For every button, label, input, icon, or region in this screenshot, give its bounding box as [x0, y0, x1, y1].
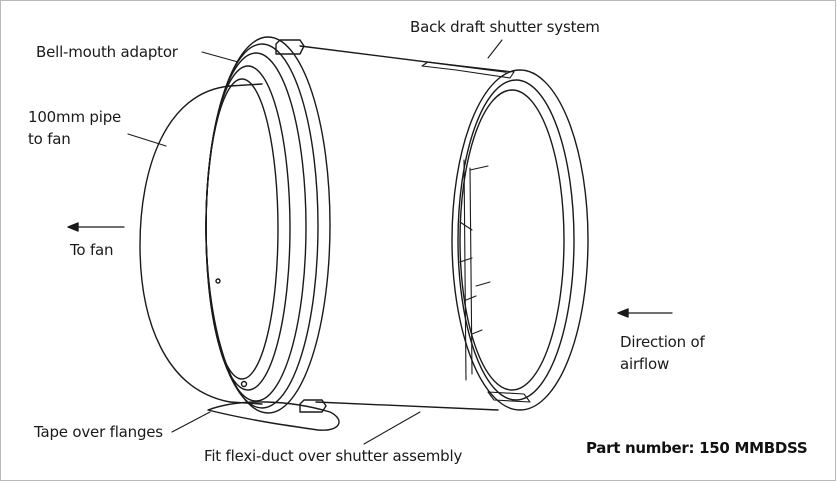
to-fan-arrow [67, 222, 125, 232]
leader-back-draft [487, 39, 503, 59]
leader-tape [171, 411, 211, 433]
leader-flexi [363, 411, 421, 445]
pipe-to-fan [139, 83, 263, 405]
label-tape-over-flanges: Tape over flanges [34, 423, 163, 441]
label-back-draft-shutter: Back draft shutter system [410, 18, 600, 36]
airflow-direction-arrow [617, 308, 673, 318]
part-number: Part number: 150 MMBDSS [586, 439, 808, 457]
leader-lines [127, 39, 503, 445]
label-fit-flexi-duct: Fit flexi-duct over shutter assembly [204, 447, 463, 465]
leader-pipe [127, 133, 167, 147]
label-direction-line1: Direction of [620, 333, 705, 351]
flange-tape [207, 401, 340, 431]
shutter-blades [421, 61, 531, 403]
leader-bell-mouth [201, 51, 239, 63]
label-direction-line2: airflow [620, 355, 670, 373]
shutter-cylinder [299, 45, 589, 411]
label-pipe-line1: 100mm pipe [28, 108, 122, 126]
label-bell-mouth-adaptor: Bell-mouth adaptor [36, 43, 178, 61]
label-pipe-line2: to fan [28, 130, 71, 148]
label-to-fan: To fan [70, 241, 114, 259]
bell-mouth-adaptor [205, 36, 331, 414]
